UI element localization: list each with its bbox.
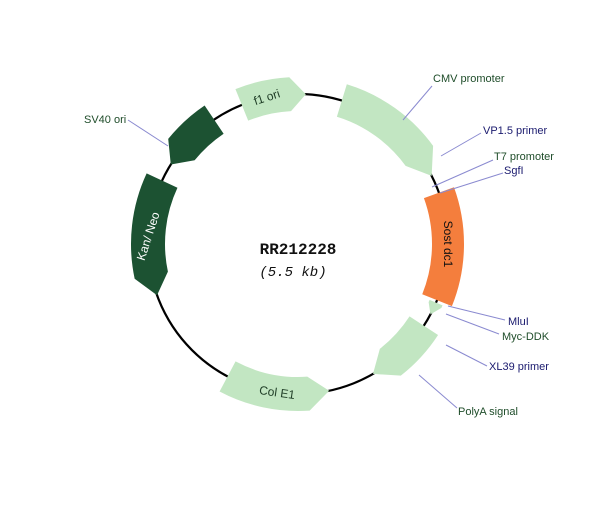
- feature-col-e1: [219, 361, 330, 412]
- label-sv40-ori: SV40 ori: [84, 114, 126, 126]
- leader-sv40-ori: [127, 119, 169, 147]
- feature-cmv-promoter: [336, 84, 434, 176]
- leader-xl39-primer: [445, 344, 488, 367]
- label-xl39-primer: XL39 primer: [489, 361, 549, 373]
- label-t7-promoter: T7 promoter: [494, 151, 554, 163]
- leader-cmv-promoter: [402, 85, 433, 121]
- feature-label-sost-dc1: Sost dc1: [441, 221, 455, 268]
- plasmid-size: (5.5 kb): [259, 265, 326, 281]
- label-mlui: MluI: [508, 316, 529, 328]
- leader-vp15-primer: [440, 132, 482, 157]
- feature-sost-dc1: [422, 187, 464, 307]
- label-myc-ddk: Myc-DDK: [502, 331, 550, 343]
- label-polya-signal: PolyA signal: [458, 406, 518, 418]
- feature-label-col-e1: Col E1: [258, 383, 296, 402]
- leader-lines: [127, 85, 506, 409]
- label-sgfi: SgfI: [504, 165, 524, 177]
- feature-polya-signal: [373, 316, 439, 376]
- plasmid-name: RR212228: [260, 241, 337, 259]
- leader-t7-promoter: [431, 159, 494, 188]
- feature-sv40-ori: [168, 105, 224, 165]
- leader-sgfi: [439, 172, 504, 194]
- label-cmv-promoter: CMV promoter: [433, 73, 505, 85]
- leader-mlui: [447, 305, 506, 321]
- label-vp15-primer: VP1.5 primer: [483, 125, 548, 137]
- feature-kan-neo: [131, 173, 178, 296]
- leader-myc-ddk: [445, 313, 500, 335]
- feature-myc-ddk: [428, 299, 443, 315]
- leader-polya-signal: [418, 374, 458, 409]
- feature-f1-ori: [235, 77, 306, 121]
